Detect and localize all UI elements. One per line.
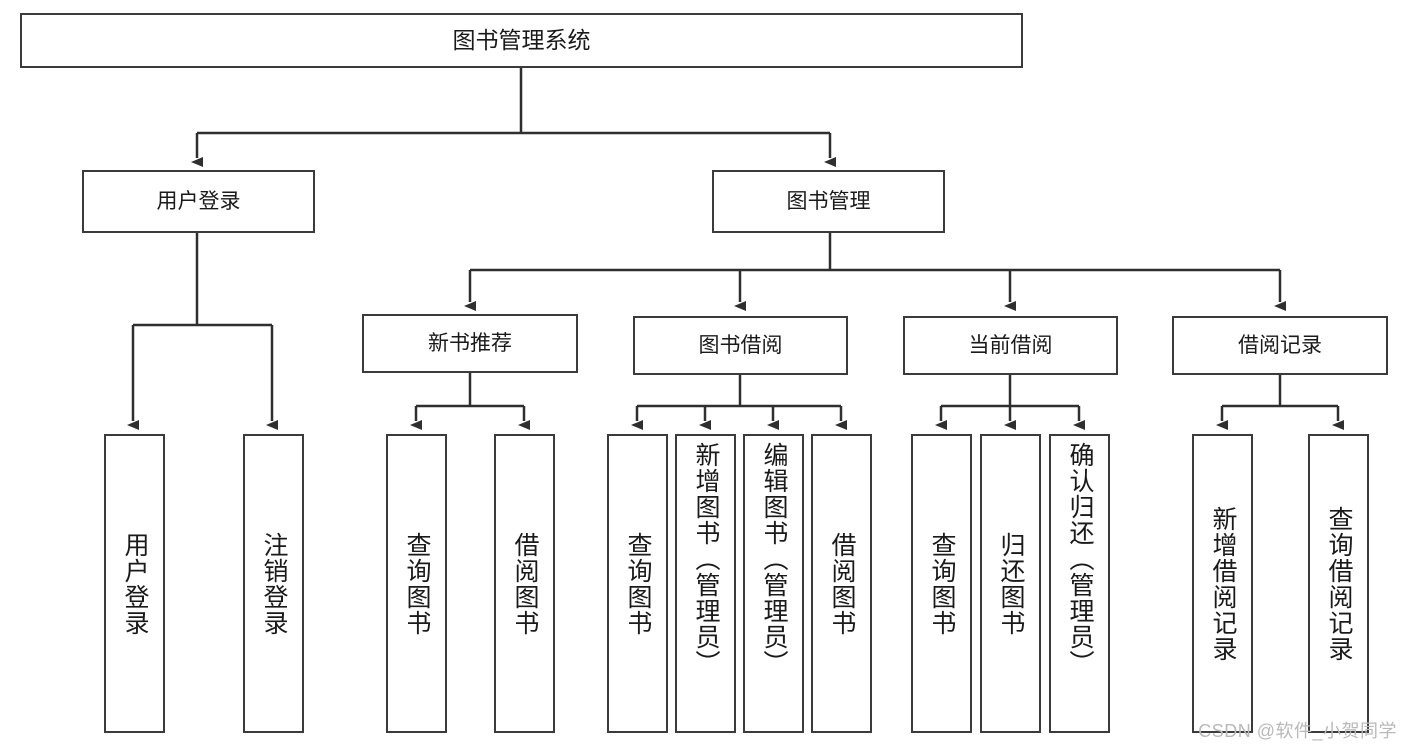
leaf-borrow-record-query[interactable]: 查询借阅记录	[1308, 434, 1369, 733]
leaf-label: 借阅图书	[511, 531, 539, 636]
leaf-current-borrow-query[interactable]: 查询图书	[911, 434, 972, 733]
leaf-current-borrow-confirm-return[interactable]: 确认归还（管理员）	[1049, 434, 1110, 733]
node-borrow-record[interactable]: 借阅记录	[1172, 316, 1388, 375]
node-borrow-record-label: 借阅记录	[1238, 333, 1322, 357]
leaf-label: 用户登录	[121, 531, 149, 636]
leaf-label: 确认归还（管理员）	[1066, 442, 1094, 676]
node-new-book-recommend[interactable]: 新书推荐	[362, 314, 578, 373]
node-current-borrow[interactable]: 当前借阅	[903, 316, 1118, 375]
leaf-book-borrow-query[interactable]: 查询图书	[607, 434, 668, 733]
leaf-label: 借阅图书	[828, 531, 856, 636]
leaf-label: 新增图书（管理员）	[692, 442, 720, 676]
leaf-label: 编辑图书（管理员）	[760, 442, 788, 676]
node-root-label: 图书管理系统	[452, 26, 591, 53]
node-new-book-recommend-label: 新书推荐	[428, 331, 512, 355]
node-root[interactable]: 图书管理系统	[20, 13, 1023, 68]
leaf-label: 查询借阅记录	[1325, 505, 1353, 662]
leaf-new-book-borrow[interactable]: 借阅图书	[494, 434, 555, 733]
leaf-user-login-login[interactable]: 用户登录	[104, 434, 165, 733]
node-book-management[interactable]: 图书管理	[712, 170, 945, 233]
leaf-current-borrow-return[interactable]: 归还图书	[980, 434, 1041, 733]
leaf-borrow-record-add[interactable]: 新增借阅记录	[1192, 434, 1253, 733]
node-book-borrow[interactable]: 图书借阅	[633, 316, 848, 375]
leaf-book-borrow-lend[interactable]: 借阅图书	[811, 434, 872, 733]
leaf-user-login-logout[interactable]: 注销登录	[243, 434, 304, 733]
watermark: CSDN @软件_小贺同学	[1198, 721, 1397, 741]
leaf-new-book-query[interactable]: 查询图书	[386, 434, 447, 733]
node-book-borrow-label: 图书借阅	[698, 333, 783, 357]
node-current-borrow-label: 当前借阅	[968, 333, 1053, 357]
leaf-book-borrow-edit[interactable]: 编辑图书（管理员）	[743, 434, 804, 733]
leaf-label: 查询图书	[928, 531, 956, 636]
leaf-label: 注销登录	[260, 531, 288, 636]
leaf-label: 查询图书	[624, 531, 652, 636]
node-user-login[interactable]: 用户登录	[82, 170, 315, 233]
leaf-label: 查询图书	[403, 531, 431, 636]
leaf-label: 新增借阅记录	[1209, 505, 1237, 662]
leaf-label: 归还图书	[997, 531, 1025, 636]
node-book-management-label: 图书管理	[786, 189, 871, 213]
node-user-login-label: 用户登录	[156, 189, 241, 213]
leaf-book-borrow-add[interactable]: 新增图书（管理员）	[675, 434, 736, 733]
